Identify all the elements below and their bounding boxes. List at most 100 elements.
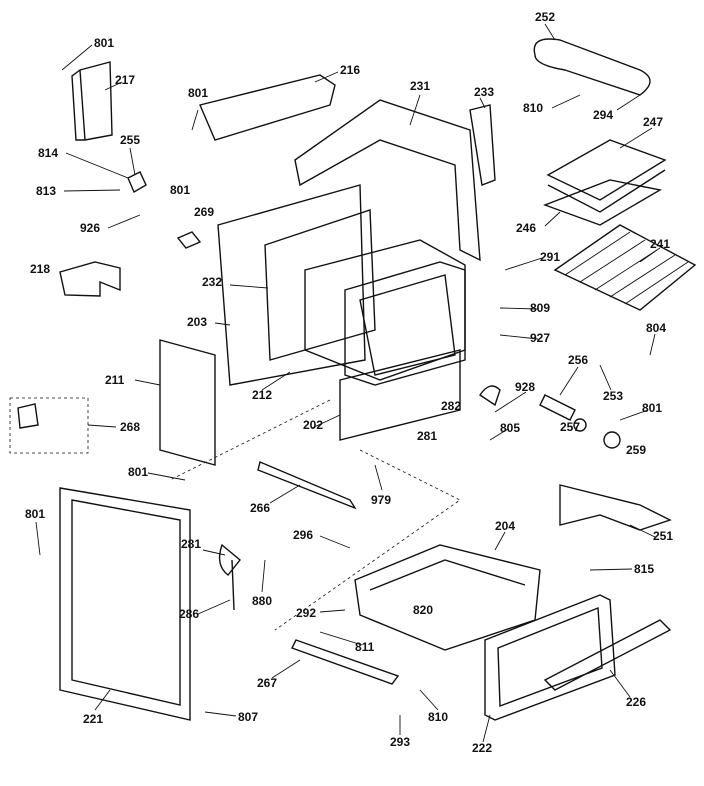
part-252 — [533, 38, 651, 96]
part-282 — [479, 385, 501, 407]
part-label: 281 — [417, 429, 437, 443]
part-label: 232 — [202, 275, 222, 289]
part-label: 233 — [474, 85, 494, 99]
part-label: 216 — [340, 63, 360, 77]
part-203 — [217, 184, 366, 386]
leader-line — [271, 659, 301, 679]
leader-line — [629, 524, 656, 538]
leader-line — [489, 428, 509, 441]
leader-line — [409, 94, 421, 126]
part-221 — [59, 487, 191, 721]
leader-line — [649, 333, 656, 356]
leader-line — [639, 249, 658, 263]
leader-line — [94, 689, 111, 711]
part-label: 880 — [252, 594, 272, 608]
part-label: 246 — [516, 221, 536, 235]
part-label: 267 — [257, 676, 277, 690]
part-281-hinge — [218, 543, 241, 611]
part-202 — [339, 349, 461, 441]
leader-line — [589, 568, 633, 571]
part-label: 266 — [250, 501, 270, 515]
part-label: 801 — [642, 401, 662, 415]
leader-line — [544, 23, 556, 41]
leader-line — [229, 284, 269, 289]
part-label: 809 — [530, 301, 550, 315]
part-label: 253 — [603, 389, 623, 403]
part-label: 251 — [653, 529, 673, 543]
part-label: 286 — [179, 607, 199, 621]
part-label: 801 — [170, 183, 190, 197]
part-label: 202 — [303, 418, 323, 432]
part-233 — [469, 104, 496, 186]
part-label: 801 — [188, 86, 208, 100]
leader-line — [314, 71, 339, 83]
part-label: 221 — [83, 712, 103, 726]
leader-line — [619, 127, 653, 149]
leader-line — [619, 409, 649, 421]
part-246 — [543, 179, 662, 226]
part-label: 813 — [36, 184, 56, 198]
part-label: 801 — [94, 36, 114, 50]
leader-line — [107, 214, 141, 229]
part-label: 810 — [428, 710, 448, 724]
part-204 — [354, 544, 541, 651]
part-label: 212 — [252, 388, 272, 402]
part-label: 268 — [120, 420, 140, 434]
part-259 — [603, 431, 621, 449]
part-label: 926 — [80, 221, 100, 235]
part-256 — [539, 394, 576, 421]
part-label: 811 — [355, 640, 375, 654]
part-label: 218 — [30, 262, 50, 276]
leader-line — [104, 81, 123, 91]
part-label: 928 — [515, 380, 535, 394]
leader-line — [479, 97, 486, 109]
leader-line — [191, 109, 199, 131]
leader-line — [261, 371, 291, 391]
part-label: 815 — [634, 562, 654, 576]
part-label: 269 — [194, 205, 214, 219]
leader-line — [551, 94, 581, 109]
leader-line — [499, 334, 539, 340]
leader-line — [374, 464, 383, 491]
part-label: 211 — [105, 373, 125, 387]
leader-line — [204, 711, 237, 717]
leader-line — [494, 391, 527, 413]
part-label: 256 — [568, 353, 588, 367]
part-266 — [257, 461, 357, 510]
part-label: 294 — [593, 108, 613, 122]
part-269 — [176, 231, 202, 249]
leader-line — [499, 307, 539, 310]
part-label: 282 — [441, 399, 461, 413]
part-281-frame — [344, 261, 466, 386]
leader-line — [482, 714, 491, 743]
part-247 — [546, 139, 667, 213]
part-label: 291 — [540, 250, 560, 264]
part-216 — [199, 74, 336, 141]
part-268 — [17, 403, 39, 429]
leader-line — [214, 322, 231, 326]
part-label: 226 — [626, 695, 646, 709]
part-label: 204 — [495, 519, 515, 533]
leader-line — [319, 631, 363, 646]
leader-lines — [35, 23, 658, 743]
part-241-grid — [564, 231, 689, 305]
part-241 — [553, 224, 697, 311]
part-label: 804 — [646, 321, 666, 335]
leader-line — [319, 535, 351, 549]
part-255 — [127, 171, 147, 194]
part-label: 820 — [413, 603, 433, 617]
part-232 — [264, 209, 376, 361]
leader-line — [87, 424, 117, 428]
part-label: 203 — [187, 315, 207, 329]
part-label: 231 — [410, 79, 430, 93]
leader-line — [559, 366, 579, 396]
part-231 — [294, 99, 481, 262]
leader-line — [197, 599, 231, 615]
part-label: 292 — [296, 606, 316, 620]
leader-line — [63, 189, 121, 192]
leader-line — [35, 521, 41, 556]
part-218 — [59, 261, 121, 297]
leader-line — [494, 531, 506, 551]
